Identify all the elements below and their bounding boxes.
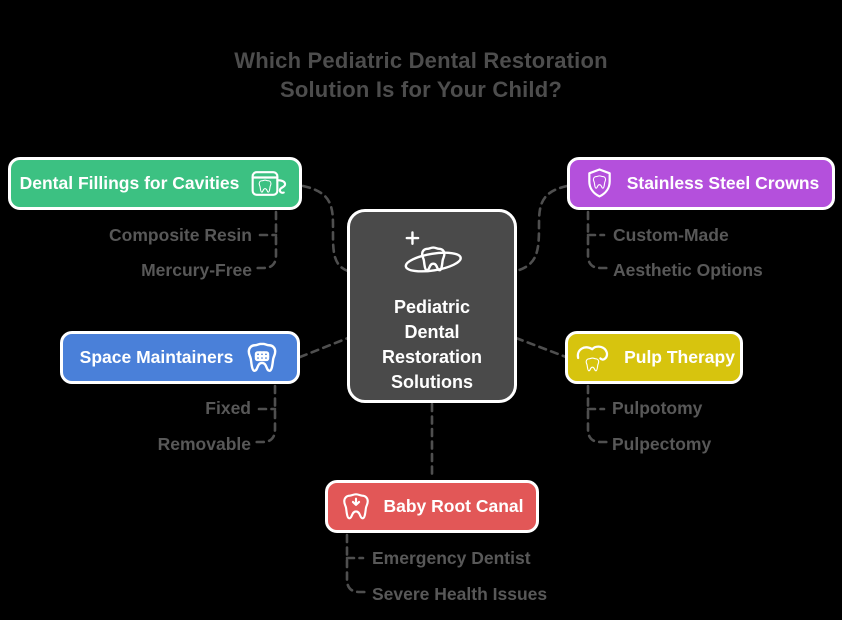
child-label-aesthetic-options: Aesthetic Options: [613, 260, 763, 280]
connector-fillings-children: [254, 210, 278, 270]
root-canal-tooth-icon: [340, 491, 372, 523]
node-baby-root-canal-label: Baby Root Canal: [383, 496, 524, 516]
node-pulp-therapy-label: Pulp Therapy: [624, 347, 735, 367]
braces-tooth-icon: [244, 340, 280, 376]
node-baby-root-canal: Baby Root Canal: [325, 480, 539, 533]
center-node-label: Pediatric Dental Restoration Solutions: [381, 297, 482, 392]
pulp-tooth-icon: [573, 341, 613, 375]
floss-tooth-icon: [250, 167, 290, 200]
child-label-fixed: Fixed: [205, 398, 251, 418]
connector-maintainers-children: [253, 384, 277, 444]
node-dental-fillings: Dental Fillings for Cavities: [8, 157, 302, 210]
connector-crowns-children: [586, 210, 610, 270]
child-label-emergency-dentist: Emergency Dentist: [372, 548, 531, 568]
child-label-composite-resin: Composite Resin: [109, 225, 252, 245]
node-space-maintainers: Space Maintainers: [60, 331, 300, 384]
center-node: Pediatric Dental Restoration Solutions: [347, 209, 517, 403]
connector-pulp-children: [586, 384, 610, 444]
node-space-maintainers-label: Space Maintainers: [79, 347, 234, 367]
tooth-orbit-plus-icon: [399, 228, 465, 291]
child-label-removable: Removable: [157, 434, 251, 454]
child-label-custom-made: Custom-Made: [613, 225, 729, 245]
node-dental-fillings-label: Dental Fillings for Cavities: [19, 173, 240, 193]
child-label-pulpotomy: Pulpotomy: [612, 398, 703, 418]
child-label-pulpectomy: Pulpectomy: [612, 434, 712, 454]
connector-crowns-to-center: [514, 184, 569, 273]
connector-center-to-pulp: [514, 336, 568, 359]
page-title: Which Pediatric Dental Restoration Solut…: [234, 48, 608, 102]
node-stainless-steel-crowns: Stainless Steel Crowns: [567, 157, 835, 210]
node-pulp-therapy: Pulp Therapy: [565, 331, 743, 384]
connector-fillings-to-center: [301, 184, 350, 273]
child-label-severe-health-issues: Severe Health Issues: [372, 584, 548, 604]
connector-maintainers-to-center: [298, 336, 350, 359]
node-stainless-steel-crowns-label: Stainless Steel Crowns: [626, 173, 820, 193]
child-label-mercury-free: Mercury-Free: [141, 260, 252, 280]
connector-rootcanal-children: [345, 533, 370, 594]
shield-tooth-icon: [583, 167, 616, 200]
